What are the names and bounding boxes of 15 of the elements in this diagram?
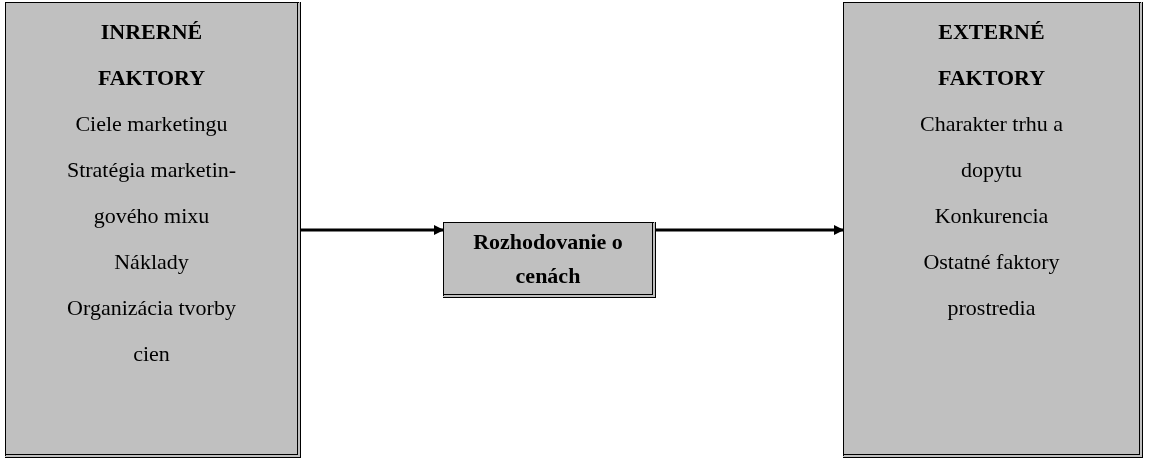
factor-text: Náklady [114, 248, 189, 276]
factor-box [5, 2, 301, 458]
factor-text: Organizácia tvorby cien [66, 294, 237, 368]
box-heading: EXTERNÉ FAKTORY [936, 18, 1047, 92]
arrow [301, 225, 444, 235]
factor-text: Ciele marketingu [75, 110, 228, 138]
arrow [656, 225, 844, 235]
factor-box [443, 222, 656, 298]
factor-text: Konkurencia [934, 202, 1049, 230]
factor-text: Stratégia marketin- gového mixu [65, 156, 238, 230]
factor-text: Charakter trhu a dopytu [919, 110, 1064, 184]
factor-box [843, 2, 1143, 458]
factor-text: Ostatné faktory prostredia [922, 248, 1061, 322]
box-heading: INRERNÉ FAKTORY [96, 18, 207, 92]
box-heading: Rozhodovanie o cenách [472, 227, 624, 290]
